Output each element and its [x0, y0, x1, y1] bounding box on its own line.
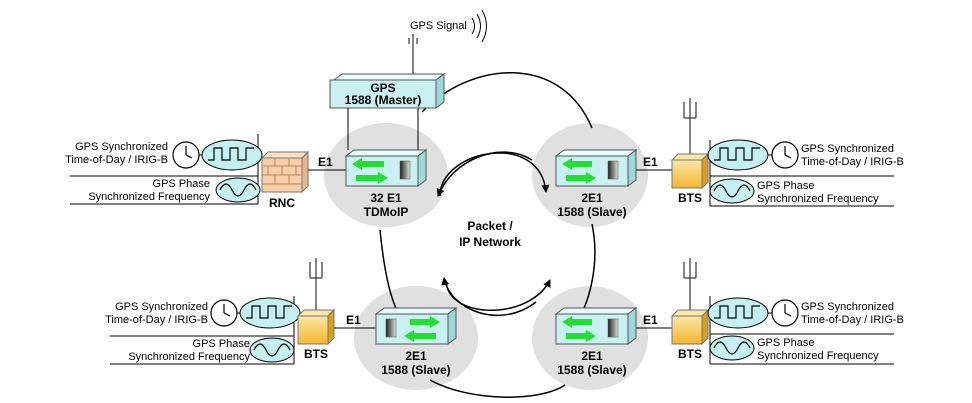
tr-device-line2: 1588 (Slave) [557, 205, 626, 219]
br-link-label: E1 [643, 313, 658, 327]
gps-box [329, 79, 437, 109]
green-arrow-right-icon [566, 330, 596, 342]
bts-top-right-site: 2E1 1588 (Slave) E1 BTS [554, 98, 904, 219]
bl-freq-line1: GPS Phase [193, 338, 250, 350]
green-arrow-left-icon [352, 158, 384, 170]
br-device-line1: 2E1 [581, 349, 603, 363]
br-tod-line2: Time-of-Day / IRIG-B [801, 314, 904, 326]
gps-signal-waves-icon [471, 9, 487, 43]
network-label-line2: IP Network [459, 235, 521, 249]
slave-device-top-right [554, 149, 638, 187]
br-freq-line1: GPS Phase [757, 337, 814, 349]
clock-icon [771, 299, 799, 327]
gps-box-title: GPS [370, 81, 395, 95]
br-freq-line2: Synchronized Frequency [757, 350, 879, 362]
gps-box-top [332, 73, 446, 81]
tr-device-line1: 2E1 [581, 191, 603, 205]
network-label-line1: Packet / [467, 219, 513, 233]
tr-link-label: E1 [643, 155, 658, 169]
green-arrow-right-icon [566, 172, 596, 184]
gps-box-subtitle: 1588 (Master) [345, 93, 422, 107]
clock-icon [172, 141, 200, 169]
rnc-site: GPS Synchronized Time-of-Day / IRIG-B GP… [65, 134, 428, 219]
cell-tower-icon [683, 258, 697, 316]
rnc-device-line1: 32 E1 [370, 191, 402, 205]
sine-wave-icon [215, 177, 261, 203]
rnc-label: RNC [269, 196, 295, 210]
bts-bottom-right-site: 2E1 1588 (Slave) E1 BTS [554, 258, 904, 377]
bl-freq-line2: Synchronized Frequency [128, 351, 250, 363]
tr-tod-line1: GPS Synchronized [801, 143, 894, 155]
green-arrow-left-icon [404, 330, 436, 342]
gps-master: GPS 1588 (Master) GPS Signal [329, 9, 487, 150]
clock-icon [771, 141, 799, 169]
sine-wave-icon [249, 337, 295, 363]
square-wave-icon [201, 139, 263, 171]
bl-link-label: E1 [346, 313, 361, 327]
tdmoip-device [344, 149, 428, 187]
br-bts-label: BTS [678, 347, 702, 361]
sine-wave-icon [709, 335, 755, 361]
green-arrow-left-icon [562, 316, 592, 328]
gps-box-side [435, 73, 445, 109]
device-port-icon [399, 160, 411, 180]
bts-bottom-left-site: GPS Synchronized Time-of-Day / IRIG-B GP… [105, 258, 458, 377]
bl-device-line2: 1588 (Slave) [381, 363, 450, 377]
rnc-tod-line2: Time-of-Day / IRIG-B [65, 154, 168, 166]
gps-antenna-icon [408, 34, 418, 74]
br-device-line2: 1588 (Slave) [557, 363, 626, 377]
tr-freq-line1: GPS Phase [757, 180, 814, 192]
cell-tower-icon [309, 258, 323, 316]
tr-tod-line2: Time-of-Day / IRIG-B [801, 156, 904, 168]
slave-device-bottom-left [374, 307, 458, 345]
square-wave-icon [707, 297, 769, 329]
tr-freq-line2: Synchronized Frequency [757, 193, 879, 205]
device-port-icon [607, 318, 619, 338]
slave-device-bottom-right [554, 307, 638, 345]
bl-bts-label: BTS [304, 347, 328, 361]
bts-box-icon [670, 308, 710, 346]
device-port-icon [385, 318, 397, 338]
device-port-icon [607, 160, 619, 180]
br-tod-line1: GPS Synchronized [801, 301, 894, 313]
rnc-freq-line1: GPS Phase [153, 178, 210, 190]
rnc-tod-line1: GPS Synchronized [75, 141, 168, 153]
bts-box-icon [296, 308, 336, 346]
cell-tower-icon [683, 98, 697, 160]
bl-device-line1: 2E1 [405, 349, 427, 363]
square-wave-icon [239, 297, 301, 329]
green-arrow-left-icon [562, 158, 592, 170]
bl-tod-line2: Time-of-Day / IRIG-B [105, 314, 208, 326]
square-wave-icon [707, 139, 769, 171]
green-arrow-right-icon [356, 172, 388, 184]
ip-network-label: Packet / IP Network [459, 219, 521, 249]
sine-wave-icon [709, 178, 755, 204]
gps-signal-label: GPS Signal [410, 20, 467, 32]
rnc-link-label: E1 [318, 155, 333, 169]
bts-box-icon [670, 152, 710, 190]
bl-tod-line1: GPS Synchronized [115, 301, 208, 313]
green-arrow-right-icon [410, 316, 440, 328]
rnc-freq-line2: Synchronized Frequency [88, 191, 210, 203]
rnc-device-line2: TDMoIP [364, 205, 409, 219]
rnc-icon [260, 150, 310, 194]
tr-bts-label: BTS [678, 191, 702, 205]
clock-icon [210, 299, 238, 327]
